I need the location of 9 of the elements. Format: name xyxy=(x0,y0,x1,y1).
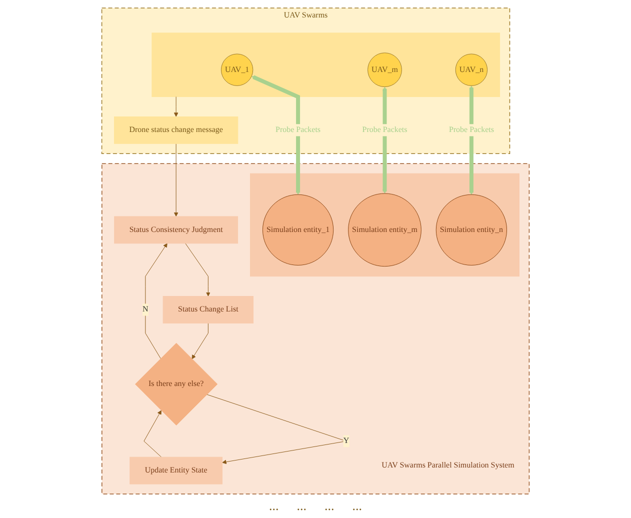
cluster xyxy=(250,173,520,277)
ellipsis-label: ... xyxy=(296,498,306,514)
cluster xyxy=(152,32,500,98)
ellipsis-label: ... xyxy=(352,498,362,514)
arrow xyxy=(382,86,387,194)
arrow xyxy=(252,75,300,195)
arrow xyxy=(469,86,474,195)
ellipsis-label: ... xyxy=(269,498,279,514)
ellipsis-label: ... xyxy=(324,498,334,514)
